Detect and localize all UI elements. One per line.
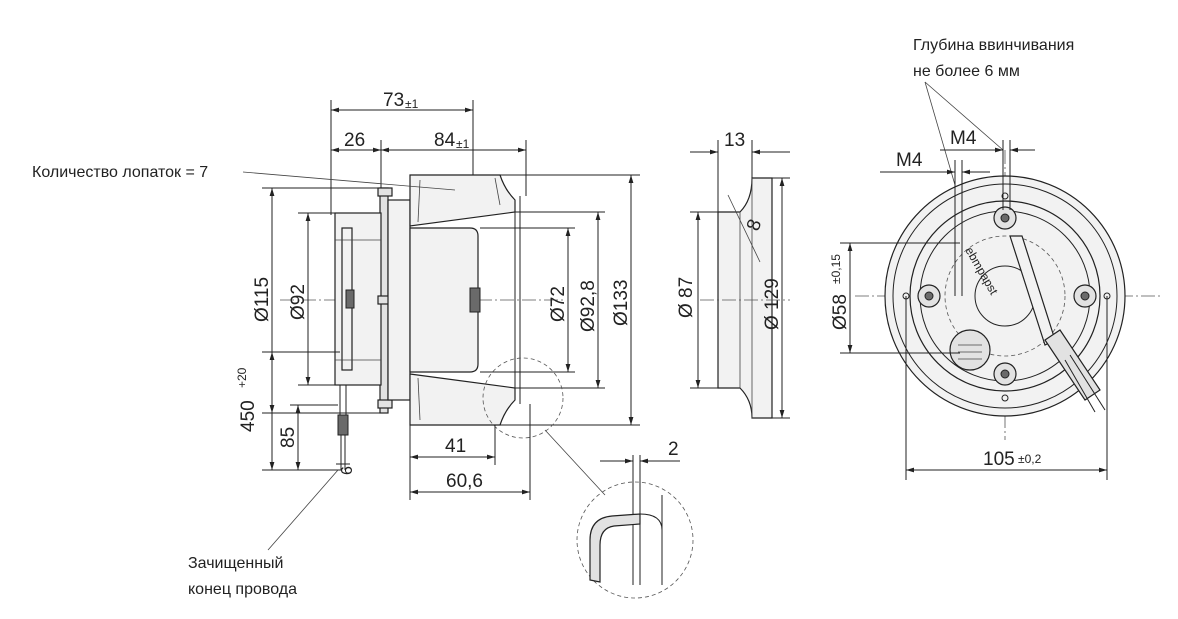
impeller-hub [409,227,479,373]
dim-6: 6 [339,466,356,475]
capacitor [949,329,991,371]
side-view: 73 ±1 26 84 ±1 Количество лопаток = 7 Ø1… [32,90,640,598]
dim-41: 41 [445,436,466,457]
dim-450: 450 [238,400,259,432]
label-stripped-end-1: Зачищенный [188,555,283,572]
dim-d72: Ø72 [548,286,569,322]
dim-85: 85 [278,427,299,448]
detail-view: 2 [576,439,694,599]
dim-d87: Ø 87 [676,277,697,318]
detail-circle [576,481,694,599]
dim-m4-right: M4 [950,128,977,149]
dim-84: 84 [434,130,456,151]
dim-105-tol: ±0,2 [1018,452,1042,466]
dim-73-tol: ±1 [405,97,419,111]
dim-105: 105 [983,449,1015,470]
label-screw-depth-1: Глубина ввинчивания [913,37,1074,54]
ring-profile-view: 13 8 Ø 87 Ø 129 [676,130,790,419]
cable-exit [1044,329,1101,401]
inlet-ring-section [589,513,641,583]
dim-d115: Ø115 [252,277,273,322]
dim-84-tol: ±1 [456,137,470,151]
front-view: ebmpapst Глубина ввинчивания не более 6 … [829,37,1160,480]
detail-marker-circle [482,357,564,439]
dim-13: 13 [724,130,745,151]
dim-m4-left: M4 [896,150,923,171]
dim-26: 26 [344,130,365,151]
dim-450-tol: +20 [235,367,249,388]
dim-60-6: 60,6 [446,471,483,492]
dim-d129: Ø 129 [762,278,783,330]
dim-73: 73 [383,90,404,111]
impeller-blades-lower [409,373,516,426]
impeller-backplate [387,199,411,401]
cable-end [337,414,349,436]
dim-2: 2 [668,439,679,460]
dim-d58: Ø58 [830,294,851,330]
dim-d92: Ø92 [288,284,309,320]
label-blade-count: Количество лопаток = 7 [32,164,208,181]
dim-d133: Ø133 [611,280,632,326]
label-stripped-end-2: конец провода [188,581,297,598]
dim-d92-8: Ø92,8 [578,280,599,332]
label-screw-depth-2: не более 6 мм [913,63,1020,80]
dim-d58-tol: ±0,15 [829,254,843,284]
